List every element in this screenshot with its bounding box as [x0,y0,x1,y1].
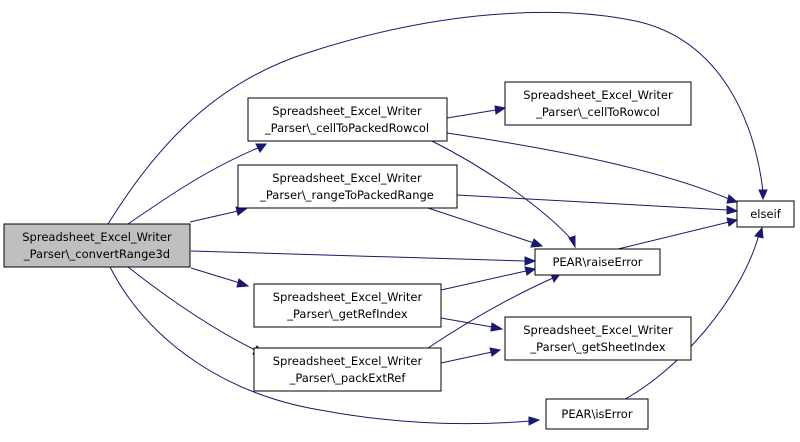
edge-packextref-to-raiseerror [427,277,554,349]
edge-celltopackedrowcol-to-celltorowcol [446,109,497,119]
node-label-line: _Parser\_rangeToPackedRange [259,188,434,202]
node-cell-to-rowcol[interactable]: Spreadsheet_Excel_Writer _Parser\_cellTo… [504,81,692,126]
node-label-line: Spreadsheet_Excel_Writer [22,230,172,244]
node-label-line: Spreadsheet_Excel_Writer [523,88,673,102]
edge-celltopackedrowcol-to-elseif [446,132,730,200]
node-range-to-packed-range[interactable]: Spreadsheet_Excel_Writer _Parser\_rangeT… [237,164,458,209]
node-label-line: Spreadsheet_Excel_Writer [273,290,423,304]
edge-iserror-to-elseif-arrow [754,226,764,239]
edge-packextref-to-getsheetindex [440,351,493,364]
node-cell-to-packed-rowcol[interactable]: Spreadsheet_Excel_Writer _Parser\_cellTo… [247,97,448,142]
edge-convert-to-elseif [107,11,764,225]
node-label-line: elseif [750,207,782,221]
edge-convert-to-iserror-arrow [528,416,541,426]
edge-raiseerror-to-elseif [617,221,730,250]
node-label-line: _Parser\_packExtRef [289,371,407,385]
node-label-line: PEAR\isError [561,407,632,421]
node-elseif[interactable]: elseif [736,200,795,228]
edge-convert-to-packextref [127,266,256,351]
edges [107,11,768,426]
node-pack-ext-ref[interactable]: Spreadsheet_Excel_Writer _Parser\_packEx… [253,347,442,392]
edge-convert-to-raiseerror [190,250,527,262]
edge-convert-to-celltopackedrowcol-arrow [255,143,267,153]
node-label-line: _Parser\_cellToPackedRowcol [264,121,429,135]
edge-rangetopackedrange-to-raiseerror [424,206,535,244]
node-label-line: _Parser\_cellToRowcol [535,105,660,119]
edge-convert-to-getrefindex [190,267,241,284]
edge-celltopackedrowcol-to-raiseerror [429,139,573,241]
edge-rangetopackedrange-to-elseif-arrow [726,205,739,215]
edge-convert-to-elseif-arrow [758,189,768,201]
edge-getrefindex-to-getsheetindex [440,317,493,328]
edge-convert-to-iserror [109,266,531,425]
edge-packextref-to-getsheetindex-arrow [489,347,502,357]
edge-raiseerror-to-elseif-arrow [726,217,739,227]
edge-rangetopackedrange-to-raiseerror-arrow [530,238,544,248]
node-label-line: Spreadsheet_Excel_Writer [273,354,423,368]
node-label-line: _Parser\_getRefIndex [286,307,408,321]
node-label-line: _Parser\_getSheetIndex [529,340,665,354]
node-is-error[interactable]: PEAR\isError [545,398,649,430]
edge-convert-to-raiseerror-arrow [524,256,537,266]
edge-getrefindex-to-raiseerror [440,270,527,291]
nodes: Spreadsheet_Excel_Writer _Parser\_conver… [3,81,795,430]
node-label-line: Spreadsheet_Excel_Writer [272,171,422,185]
node-get-sheet-index[interactable]: Spreadsheet_Excel_Writer _Parser\_getShe… [504,316,692,361]
node-get-ref-index[interactable]: Spreadsheet_Excel_Writer _Parser\_getRef… [253,283,442,328]
edge-rangetopackedrange-to-elseif [456,194,729,211]
edge-convert-to-getrefindex-arrow [236,278,250,288]
node-label-line: _Parser\_convertRange3d [23,247,170,261]
node-label-line: PEAR\raiseError [552,255,642,269]
edge-celltopackedrowcol-to-celltorowcol-arrow [494,105,507,115]
edge-convert-to-celltopackedrowcol [127,147,259,225]
node-label-line: Spreadsheet_Excel_Writer [272,104,422,118]
node-raise-error[interactable]: PEAR\raiseError [534,248,661,276]
node-label-line: Spreadsheet_Excel_Writer [523,323,673,337]
node-convert-range-3d[interactable]: Spreadsheet_Excel_Writer _Parser\_conver… [3,223,191,268]
edge-celltopackedrowcol-to-raiseerror-arrow [568,235,576,249]
edge-celltopackedrowcol-to-elseif-arrow [726,194,739,204]
edge-getrefindex-to-getsheetindex-arrow [490,322,504,332]
edge-getrefindex-to-raiseerror-arrow [524,266,537,276]
edge-convert-to-rangetopackedrange [189,210,239,223]
edge-iserror-to-elseif [619,234,760,403]
